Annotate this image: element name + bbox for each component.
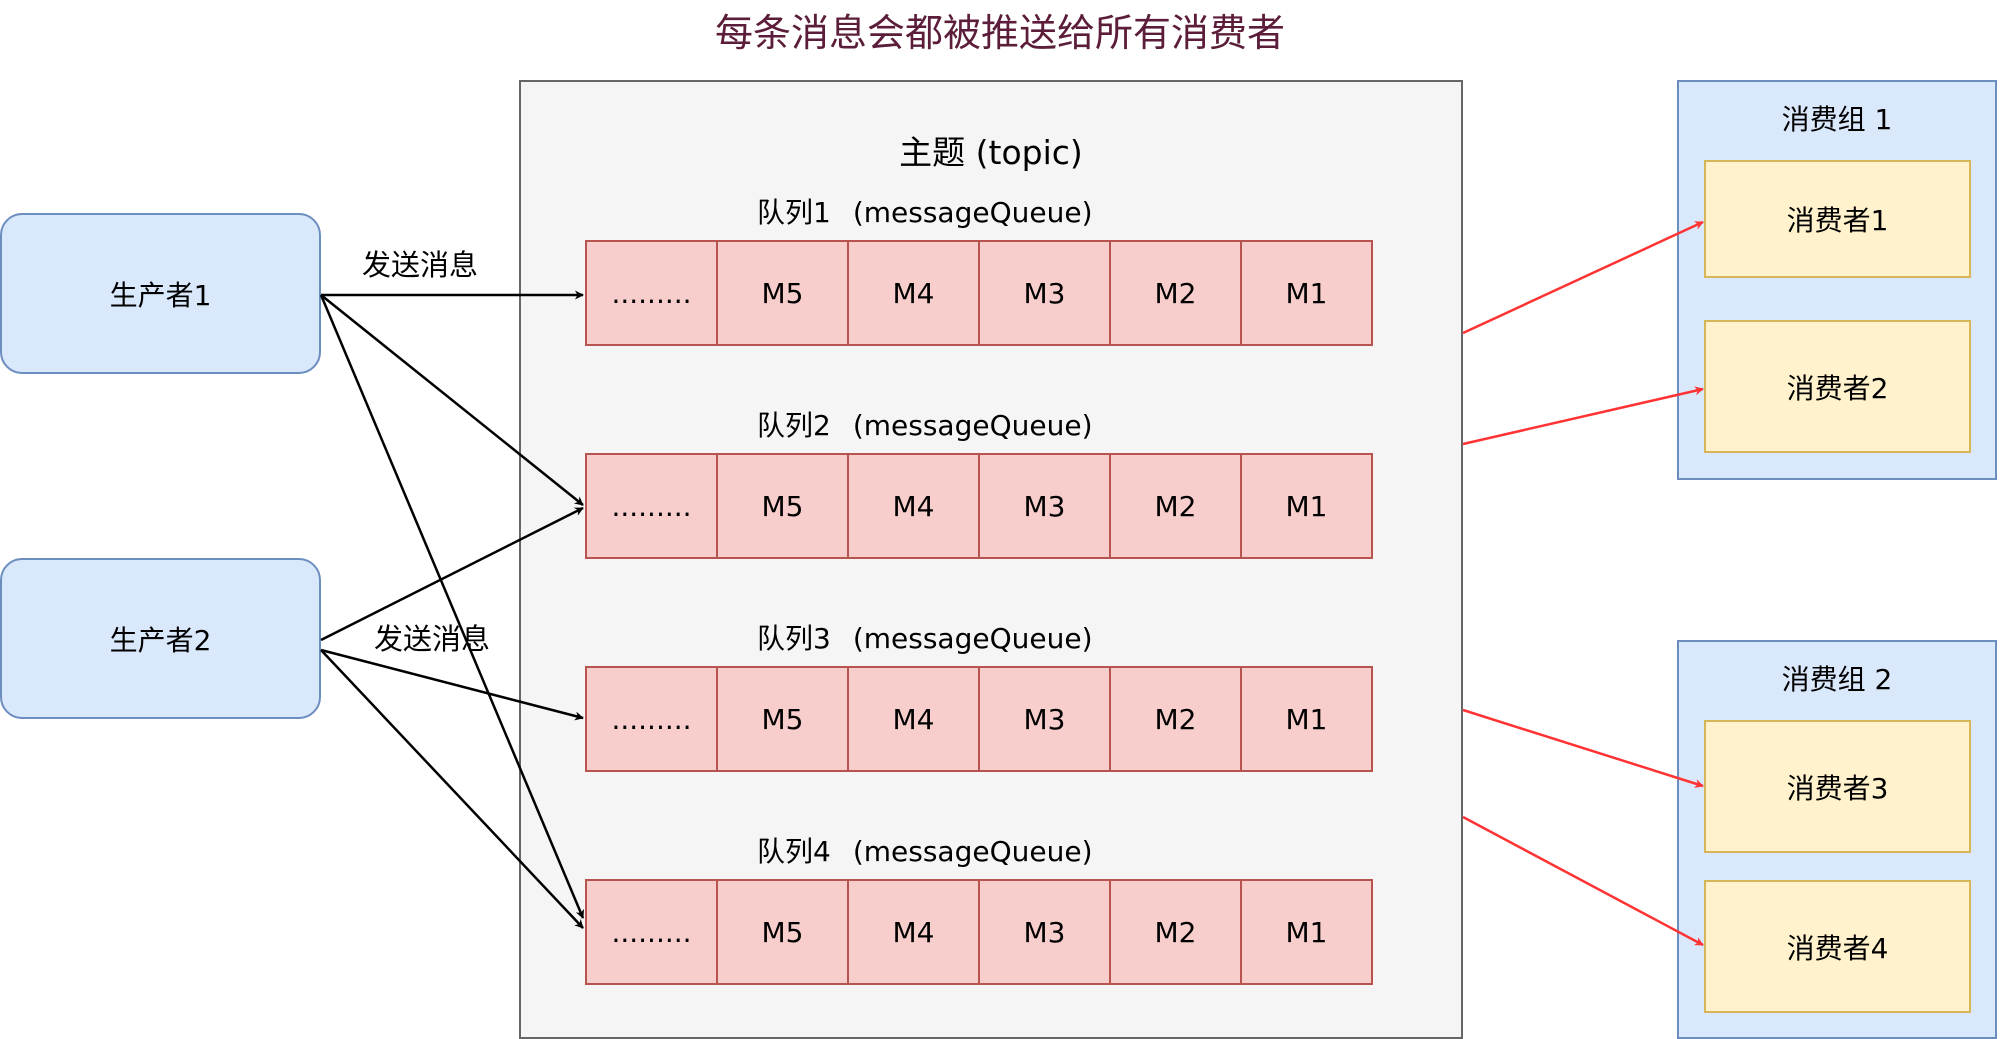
edge-label-send-1: 发送消息 [362, 248, 479, 282]
edge-producer1-queue4 [319, 294, 585, 919]
producer-2: 生产者2 [0, 558, 321, 719]
queue-cell: M4 [847, 453, 980, 559]
queue-cell: M5 [716, 453, 849, 559]
queue-cell-ellipsis: ......... [585, 666, 718, 772]
topic-title: 主题 (topic) [899, 133, 1083, 172]
queue-cell: M2 [1109, 453, 1242, 559]
queue-4: ......... M5 M4 M3 M2 M1 [585, 879, 1373, 985]
consumer-2: 消费者2 [1704, 320, 1971, 453]
edge-producer2-queue2 [320, 506, 584, 642]
queue-cell: M4 [847, 879, 980, 985]
consumer-group-title: 消费组 1 [1781, 103, 1893, 136]
queue-label-3: 队列3(messageQueue) [757, 622, 1093, 655]
queue-3: ......... M5 M4 M3 M2 M1 [585, 666, 1373, 772]
queue-cell: M2 [1109, 240, 1242, 346]
queue-cell: M1 [1240, 879, 1373, 985]
edge-topic-consumer4 [1462, 815, 1704, 947]
edge-topic-consumer3 [1462, 708, 1704, 788]
diagram-title: 每条消息会都被推送给所有消费者 [714, 11, 1285, 55]
queue-cell: M3 [978, 240, 1111, 346]
queue-cell: M1 [1240, 240, 1373, 346]
queue-cell: M3 [978, 879, 1111, 985]
queue-cell: M5 [716, 879, 849, 985]
edge-producer1-queue2 [320, 294, 584, 506]
edge-label-send-2: 发送消息 [374, 622, 491, 656]
queue-cell-ellipsis: ......... [585, 879, 718, 985]
queue-cell: M1 [1240, 666, 1373, 772]
consumer-group-title: 消费组 2 [1781, 663, 1893, 696]
edge-topic-consumer1 [1462, 220, 1704, 335]
consumer-1: 消费者1 [1704, 160, 1971, 278]
queue-cell: M2 [1109, 879, 1242, 985]
queue-cell: M4 [847, 240, 980, 346]
queue-cell: M5 [716, 240, 849, 346]
consumer-3: 消费者3 [1704, 720, 1971, 853]
queue-cell-ellipsis: ......... [585, 453, 718, 559]
queue-cell: M2 [1109, 666, 1242, 772]
queue-cell: M5 [716, 666, 849, 772]
queue-cell: M3 [978, 666, 1111, 772]
queue-1: ......... M5 M4 M3 M2 M1 [585, 240, 1373, 346]
edge-topic-consumer2 [1462, 386, 1704, 446]
queue-cell: M1 [1240, 453, 1373, 559]
queue-cell: M4 [847, 666, 980, 772]
queue-label-2: 队列2(messageQueue) [757, 409, 1093, 442]
consumer-4: 消费者4 [1704, 880, 1971, 1013]
queue-cell-ellipsis: ......... [585, 240, 718, 346]
queue-label-1: 队列1(messageQueue) [757, 196, 1093, 229]
queue-label-4: 队列4(messageQueue) [757, 835, 1093, 868]
producer-1: 生产者1 [0, 213, 321, 374]
edge-producer2-queue4 [320, 649, 584, 929]
queue-2: ......... M5 M4 M3 M2 M1 [585, 453, 1373, 559]
edge-producer2-queue3 [320, 648, 584, 721]
